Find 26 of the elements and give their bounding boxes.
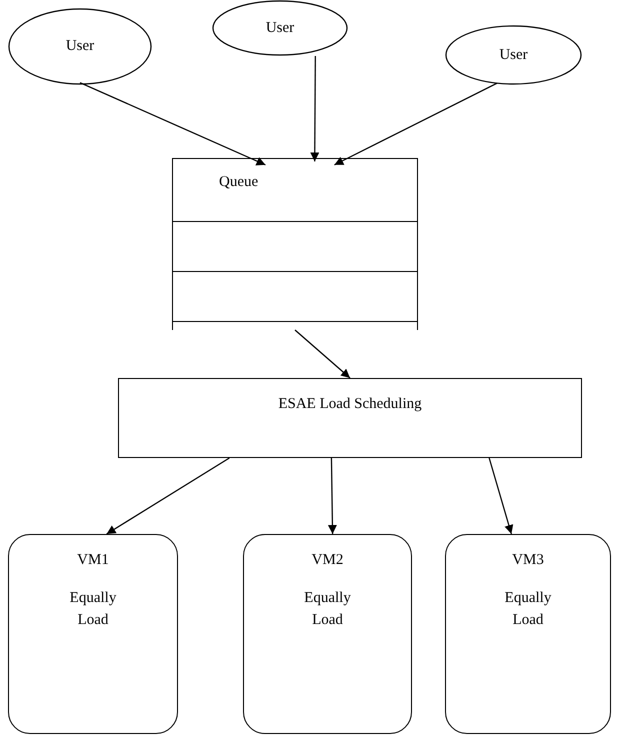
node-label: ESAE Load Scheduling bbox=[278, 395, 422, 414]
queue-box bbox=[172, 158, 418, 330]
arrow bbox=[334, 82, 498, 166]
node-label: Equally Load bbox=[504, 589, 552, 630]
arrow bbox=[80, 82, 266, 166]
vm-box bbox=[243, 534, 412, 734]
node-label: User bbox=[266, 18, 294, 38]
user-ellipse bbox=[445, 25, 582, 85]
vm-box bbox=[445, 534, 611, 734]
arrow bbox=[328, 458, 337, 534]
node-label: Equally Load bbox=[68, 589, 118, 630]
node-label: VM3 bbox=[511, 551, 545, 570]
arrow bbox=[488, 458, 514, 534]
node-label: Equally Load bbox=[303, 589, 352, 630]
node-label: VM1 bbox=[76, 551, 110, 570]
vm-box bbox=[8, 534, 178, 734]
arrow bbox=[310, 56, 320, 162]
node-label: User bbox=[66, 37, 94, 56]
process-box bbox=[118, 378, 582, 458]
user-ellipse bbox=[212, 0, 348, 56]
user-ellipse bbox=[8, 8, 152, 85]
node-label: User bbox=[499, 46, 528, 65]
arrow bbox=[294, 330, 350, 378]
arrow bbox=[106, 458, 230, 534]
node-label: VM2 bbox=[310, 551, 344, 570]
node-label: Queue bbox=[219, 173, 258, 192]
